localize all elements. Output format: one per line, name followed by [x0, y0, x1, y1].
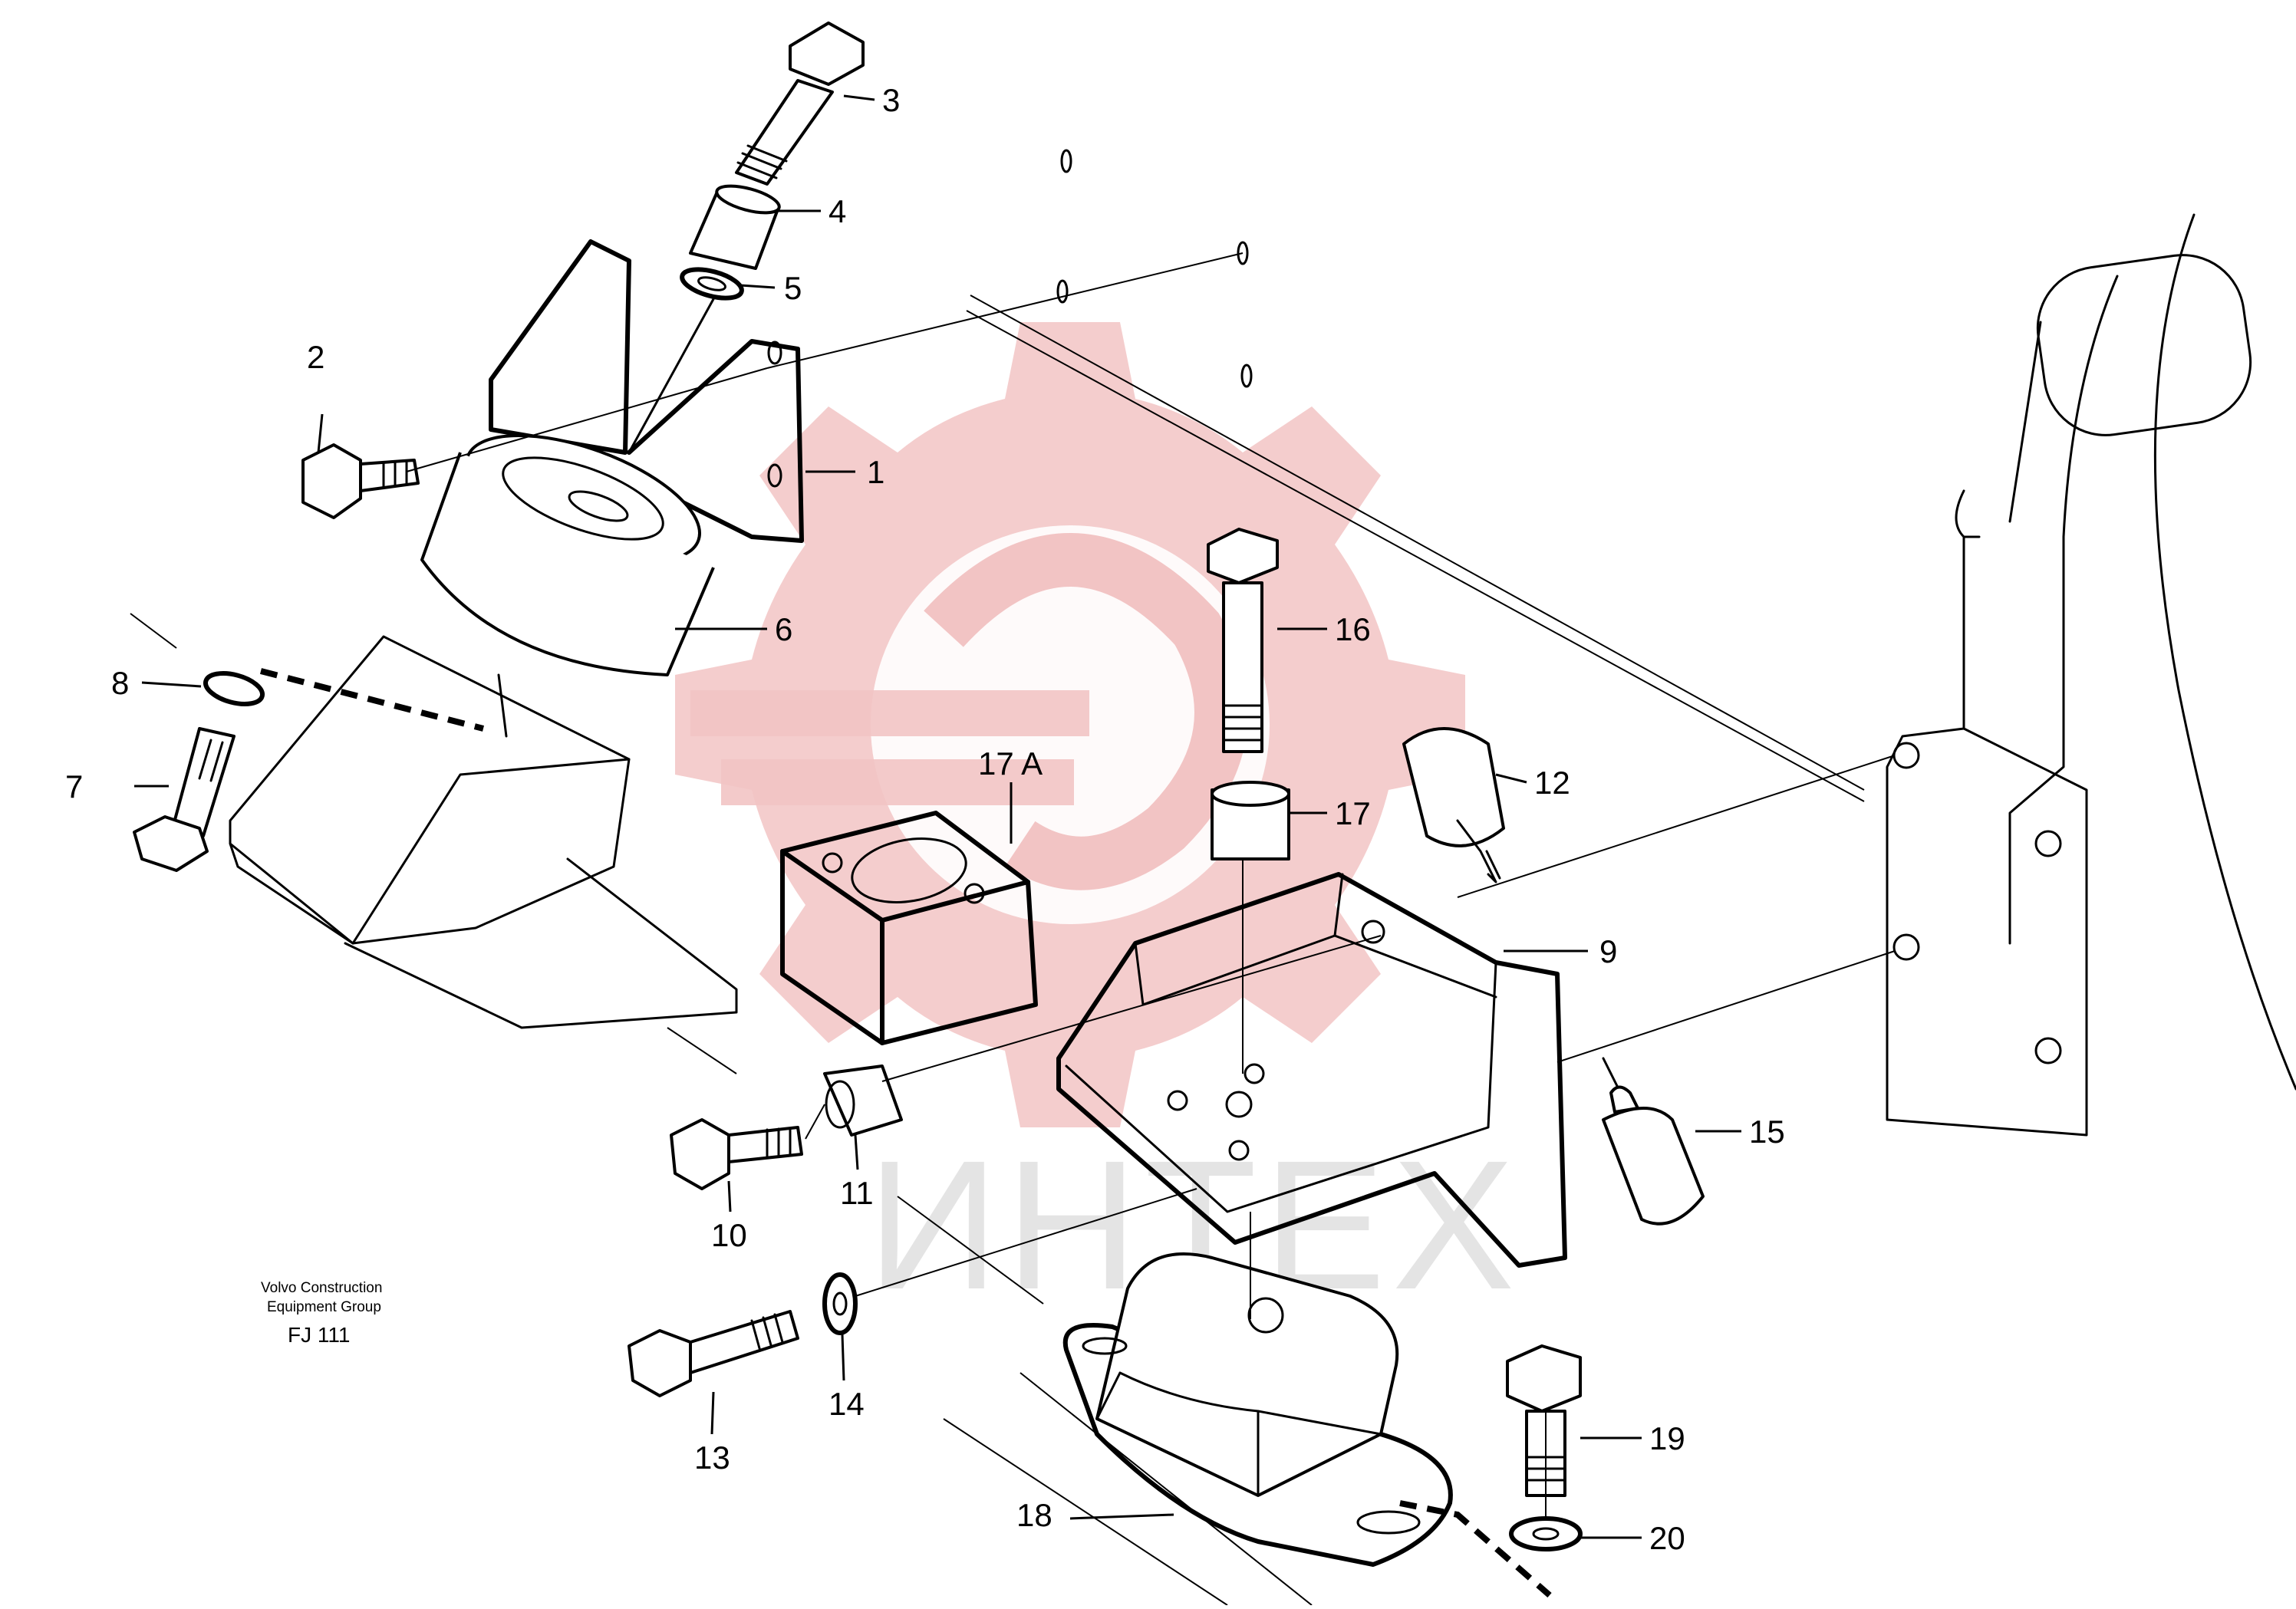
part-6-rubber-mount: [420, 433, 715, 676]
callout-18: 18: [1016, 1497, 1052, 1533]
footer-credit: Volvo Construction Equipment Group FJ 11…: [261, 1280, 382, 1347]
callout-11: 11: [840, 1175, 874, 1211]
callout-10: 10: [711, 1217, 747, 1253]
callout-19: 19: [1649, 1420, 1685, 1456]
part-13-bolt: [628, 1188, 1197, 1397]
callout-leaders: [134, 94, 1741, 1539]
footer-line2: Equipment Group: [267, 1299, 381, 1315]
engine-housing: [1886, 213, 2296, 1137]
axis-marks: [766, 149, 1253, 388]
callout-20: 20: [1649, 1520, 1685, 1556]
callout-12: 12: [1534, 765, 1570, 801]
callout-15: 15: [1749, 1114, 1785, 1150]
callout-7: 7: [65, 768, 83, 804]
leader-dash-18: [1399, 1500, 1552, 1598]
part-2-bolt: [301, 443, 420, 519]
part-15-bottle: [1602, 1057, 1705, 1226]
part-8-washer: [203, 671, 265, 706]
part-3-bolt: [735, 21, 865, 186]
callout-labels: 1 2 3 4 5 6 7 8 9 10 11 12 13 14 15 16 1…: [65, 82, 1785, 1556]
part-9-main-bracket: [1056, 872, 1567, 1268]
part-16-bolt: [1207, 528, 1279, 753]
part-5-washer: [680, 267, 744, 301]
callout-1: 1: [867, 454, 884, 490]
part-17-spacer: [1211, 781, 1290, 860]
frame-rails: [130, 294, 1865, 1606]
footer-code: FJ 111: [288, 1323, 350, 1347]
leader-dash-8: [259, 668, 485, 732]
callout-13: 13: [694, 1440, 730, 1476]
part-12-cartridge: [1402, 727, 1505, 883]
callout-4: 4: [828, 193, 846, 229]
part-19-bolt: [1506, 1344, 1582, 1497]
callout-5: 5: [784, 270, 802, 306]
callout-16: 16: [1335, 611, 1371, 647]
callout-17a: 17 A: [978, 745, 1043, 781]
left-base-bracket: [229, 635, 738, 1029]
callout-14: 14: [828, 1386, 865, 1422]
part-14-washer: [822, 1272, 858, 1335]
part-7-bolt: [133, 727, 236, 872]
part-11-spacer: [823, 1064, 903, 1137]
callout-6: 6: [775, 611, 792, 647]
part-10-bolt: [670, 1104, 825, 1190]
part-4-spacer: [689, 184, 781, 270]
part-1-bracket: [489, 239, 804, 543]
part-20-washer: [1509, 1516, 1583, 1551]
callout-8: 8: [111, 665, 129, 701]
footer-line1: Volvo Construction: [261, 1280, 382, 1296]
callout-17: 17: [1335, 795, 1371, 831]
callout-3: 3: [882, 82, 900, 118]
part-17a-block: [780, 811, 1038, 1045]
callout-9: 9: [1599, 933, 1617, 969]
callout-2: 2: [307, 339, 324, 375]
part-18-rubber-mount: [1062, 1252, 1453, 1567]
gear-logo-icon: [675, 322, 1465, 1127]
axis-lines: [406, 367, 1896, 1519]
